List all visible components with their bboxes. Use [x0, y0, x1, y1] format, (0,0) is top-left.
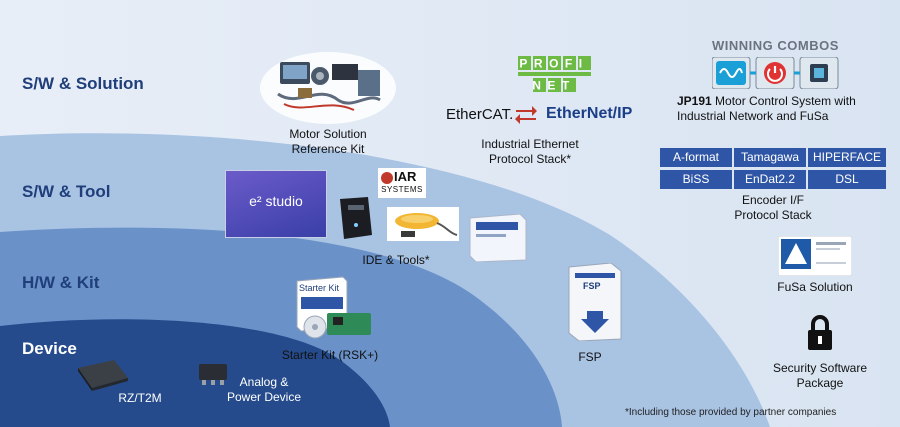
power-device-chip-icon	[199, 364, 227, 385]
iar-text: IAR	[394, 169, 417, 184]
debugger-probe-image	[340, 197, 372, 239]
starter-kit-caption: Starter Kit (RSK+)	[281, 348, 379, 362]
industrial-ethernet-caption: Industrial Ethernet Protocol Stack*	[481, 137, 579, 166]
encoder-cell: A-format	[660, 148, 732, 167]
iar-systems-text: SYSTEMS	[381, 185, 423, 194]
ethercat-logo: EtherCAT.	[446, 106, 513, 123]
software-box-image	[469, 214, 527, 262]
fusa-certificate-icon	[778, 236, 852, 276]
profinet-bottom-text: NET	[532, 79, 576, 93]
motor-kit-image	[260, 52, 396, 124]
layer-label-device: Device	[22, 339, 77, 358]
profinet-icon: PROFI NET	[518, 56, 591, 93]
ethernet-ip-text: EtherNet/IP	[546, 105, 633, 122]
fusa-caption: FuSa Solution	[777, 280, 853, 294]
layer-label-sw-tool: S/W & Tool	[22, 182, 111, 201]
band-device	[0, 319, 390, 427]
ethercat-text: EtherCAT.	[446, 106, 514, 123]
security-caption: Security Software Package	[772, 361, 868, 390]
e2-studio-box: e² studio	[225, 170, 327, 238]
encoder-caption: Encoder I/F Protocol Stack	[734, 193, 812, 222]
rz-t2m-caption: RZ/T2M	[118, 391, 162, 405]
encoder-cell: DSL	[808, 170, 886, 189]
profinet-logo: PROFI NET	[518, 56, 598, 101]
analog-power-caption: Analog & Power Device	[226, 375, 302, 404]
ide-tools-caption: IDE & Tools*	[362, 253, 430, 267]
starter-kit-image: Starter Kit	[293, 275, 373, 343]
footnote: *Including those provided by partner com…	[625, 407, 837, 418]
e2-studio-label: e² studio	[249, 193, 303, 209]
encoder-cell: Tamagawa	[734, 148, 806, 167]
fsp-caption: FSP	[578, 350, 602, 364]
encoder-cell: EnDat2.2	[734, 170, 806, 189]
motor-solution-caption: Motor Solution Reference Kit	[289, 127, 367, 156]
exchange-arrows-icon	[515, 106, 537, 124]
lock-icon	[808, 315, 832, 350]
jp191-label: JP191	[677, 94, 712, 108]
winning-combos-desc: JP191 Motor Control System with Industri…	[677, 94, 877, 124]
encoder-cell: HIPERFACE	[808, 148, 886, 167]
encoder-cell: BiSS	[660, 170, 732, 189]
fsp-box-image: FSP	[565, 263, 625, 341]
fsp-box-icon	[568, 263, 622, 341]
fsp-box-label: FSP	[583, 281, 601, 291]
starter-kit-box-label: Starter Kit	[299, 283, 340, 293]
winning-desc-rest: Motor Control System with	[711, 94, 856, 108]
rz-t2m-chip-icon	[78, 360, 128, 391]
winning-desc-line2: Industrial Network and FuSa	[677, 109, 829, 123]
profinet-top-text: PROFI	[519, 57, 588, 71]
ethernet-ip-logo: EtherNet/IP	[546, 105, 632, 123]
layer-label-hw-kit: H/W & Kit	[22, 273, 100, 292]
winning-combos-title: WINNING COMBOS	[712, 38, 839, 53]
layer-label-sw-solution: S/W & Solution	[22, 74, 144, 93]
emulator-image	[387, 207, 459, 241]
iar-logo: IAR SYSTEMS	[378, 168, 426, 198]
starter-kit-box-icon	[296, 276, 371, 339]
winning-combos-icons	[712, 57, 839, 89]
iar-circle-icon	[381, 172, 393, 184]
